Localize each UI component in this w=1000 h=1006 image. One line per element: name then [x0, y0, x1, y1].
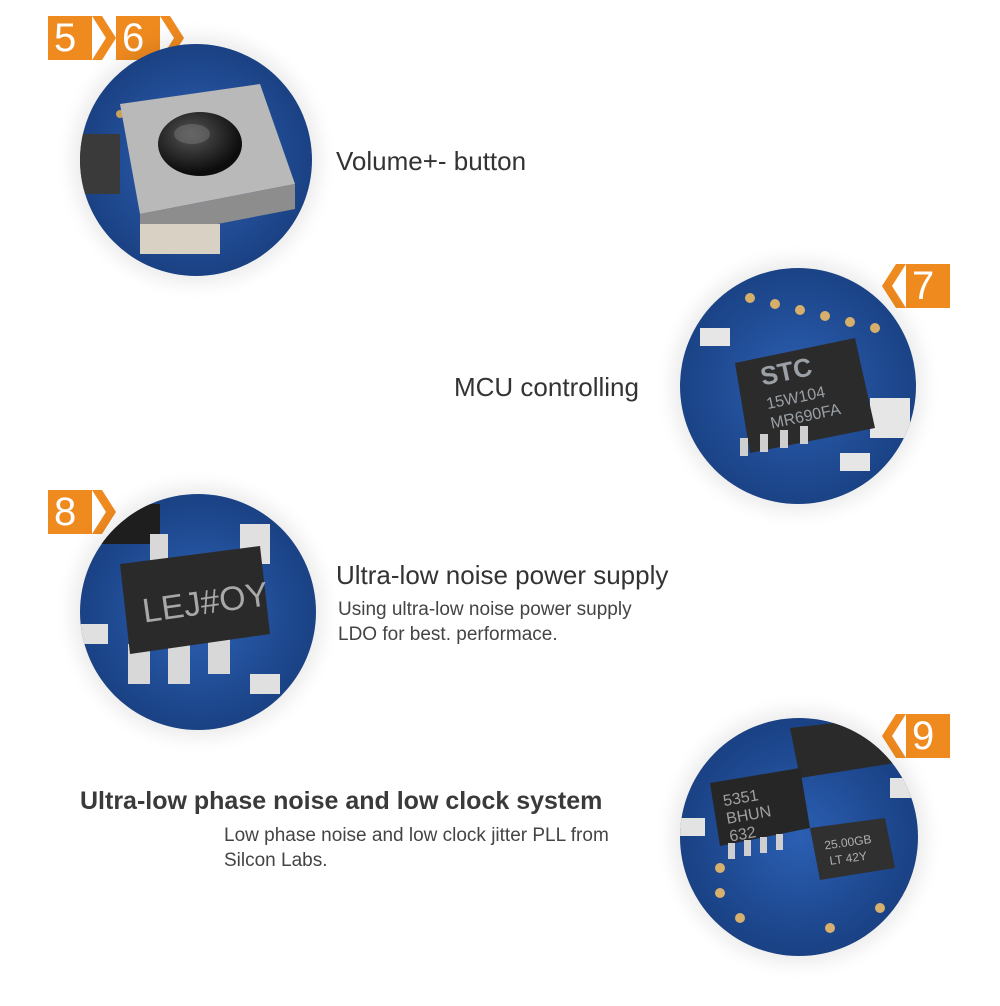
- clock-crystal-text-2: LT 42Y: [829, 849, 868, 868]
- badge-5-number: 5: [54, 16, 77, 60]
- section-title-ldo: Ultra-low noise power supply: [336, 560, 669, 590]
- badge-9: 9: [906, 714, 950, 758]
- chevron-right-icon: [92, 490, 116, 534]
- clock-chip-text-3: 632: [728, 824, 757, 845]
- badge-9-number: 9: [912, 714, 935, 758]
- section-desc-clock-line-1: Low phase noise and low clock jitter PLL…: [224, 825, 609, 846]
- volume-button-photo: [80, 44, 312, 276]
- clock-chip-illustration: 5351 BHUN 632 25.00GB LT 42Y: [680, 718, 918, 956]
- section-title-clock: Ultra-low phase noise and low clock syst…: [80, 787, 603, 815]
- mcu-photo: STC 15W104 MR690FA: [680, 268, 916, 504]
- ldo-photo: LEJ#OY: [80, 494, 316, 730]
- clock-chip-text-1: 5351: [722, 787, 760, 810]
- chevron-left-icon: [882, 264, 906, 308]
- badge-7: 7: [906, 264, 950, 308]
- clock-crystal-text-1: 25.00GB: [823, 832, 872, 852]
- badge-6: 6: [116, 16, 160, 60]
- ldo-chip-illustration: LEJ#OY: [80, 494, 316, 730]
- section-title-mcu: MCU controlling: [454, 372, 639, 402]
- chevron-right-icon: [92, 16, 116, 60]
- section-title-volume: Volume+- button: [336, 146, 527, 176]
- tact-switch-illustration: [80, 44, 312, 276]
- section-desc-ldo-line-2: LDO for best. performace.: [338, 624, 558, 645]
- badge-7-number: 7: [912, 264, 935, 308]
- badge-6-number: 6: [122, 16, 145, 60]
- section-desc-ldo-line-1: Using ultra-low noise power supply: [338, 599, 632, 620]
- chevron-left-icon: [882, 714, 906, 758]
- badge-8-number: 8: [54, 490, 77, 534]
- section-desc-clock-line-2: Silcon Labs.: [224, 850, 328, 871]
- badge-8: 8: [48, 490, 92, 534]
- badge-5: 5: [48, 16, 92, 60]
- clock-photo: 5351 BHUN 632 25.00GB LT 42Y: [680, 718, 918, 956]
- mcu-chip-illustration: STC 15W104 MR690FA: [680, 268, 916, 504]
